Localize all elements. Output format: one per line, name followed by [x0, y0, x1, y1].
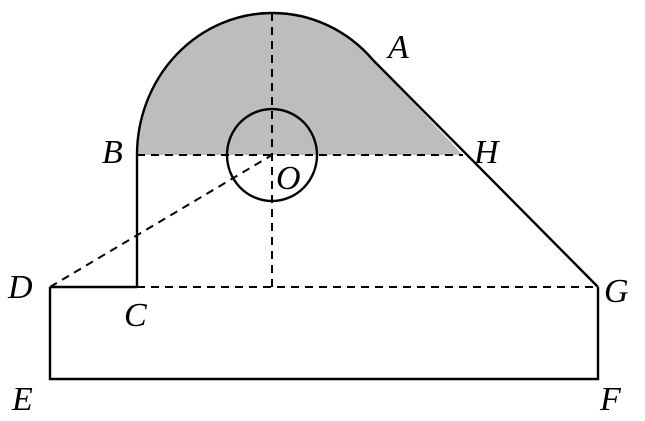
label-d: D [7, 269, 33, 306]
label-e: E [11, 381, 33, 418]
label-c: C [124, 297, 147, 334]
label-g: G [604, 273, 629, 310]
arc-b-to-a [135, 11, 374, 156]
line-a-g [372, 59, 599, 288]
label-f: F [599, 381, 622, 418]
label-a: A [386, 29, 409, 66]
shaded-region [137, 12, 463, 155]
label-h: H [473, 134, 501, 171]
label-o: O [276, 160, 301, 197]
dashed-d-o [49, 154, 273, 288]
rect-d-e-f-g [48, 287, 600, 381]
label-b: B [102, 134, 123, 171]
